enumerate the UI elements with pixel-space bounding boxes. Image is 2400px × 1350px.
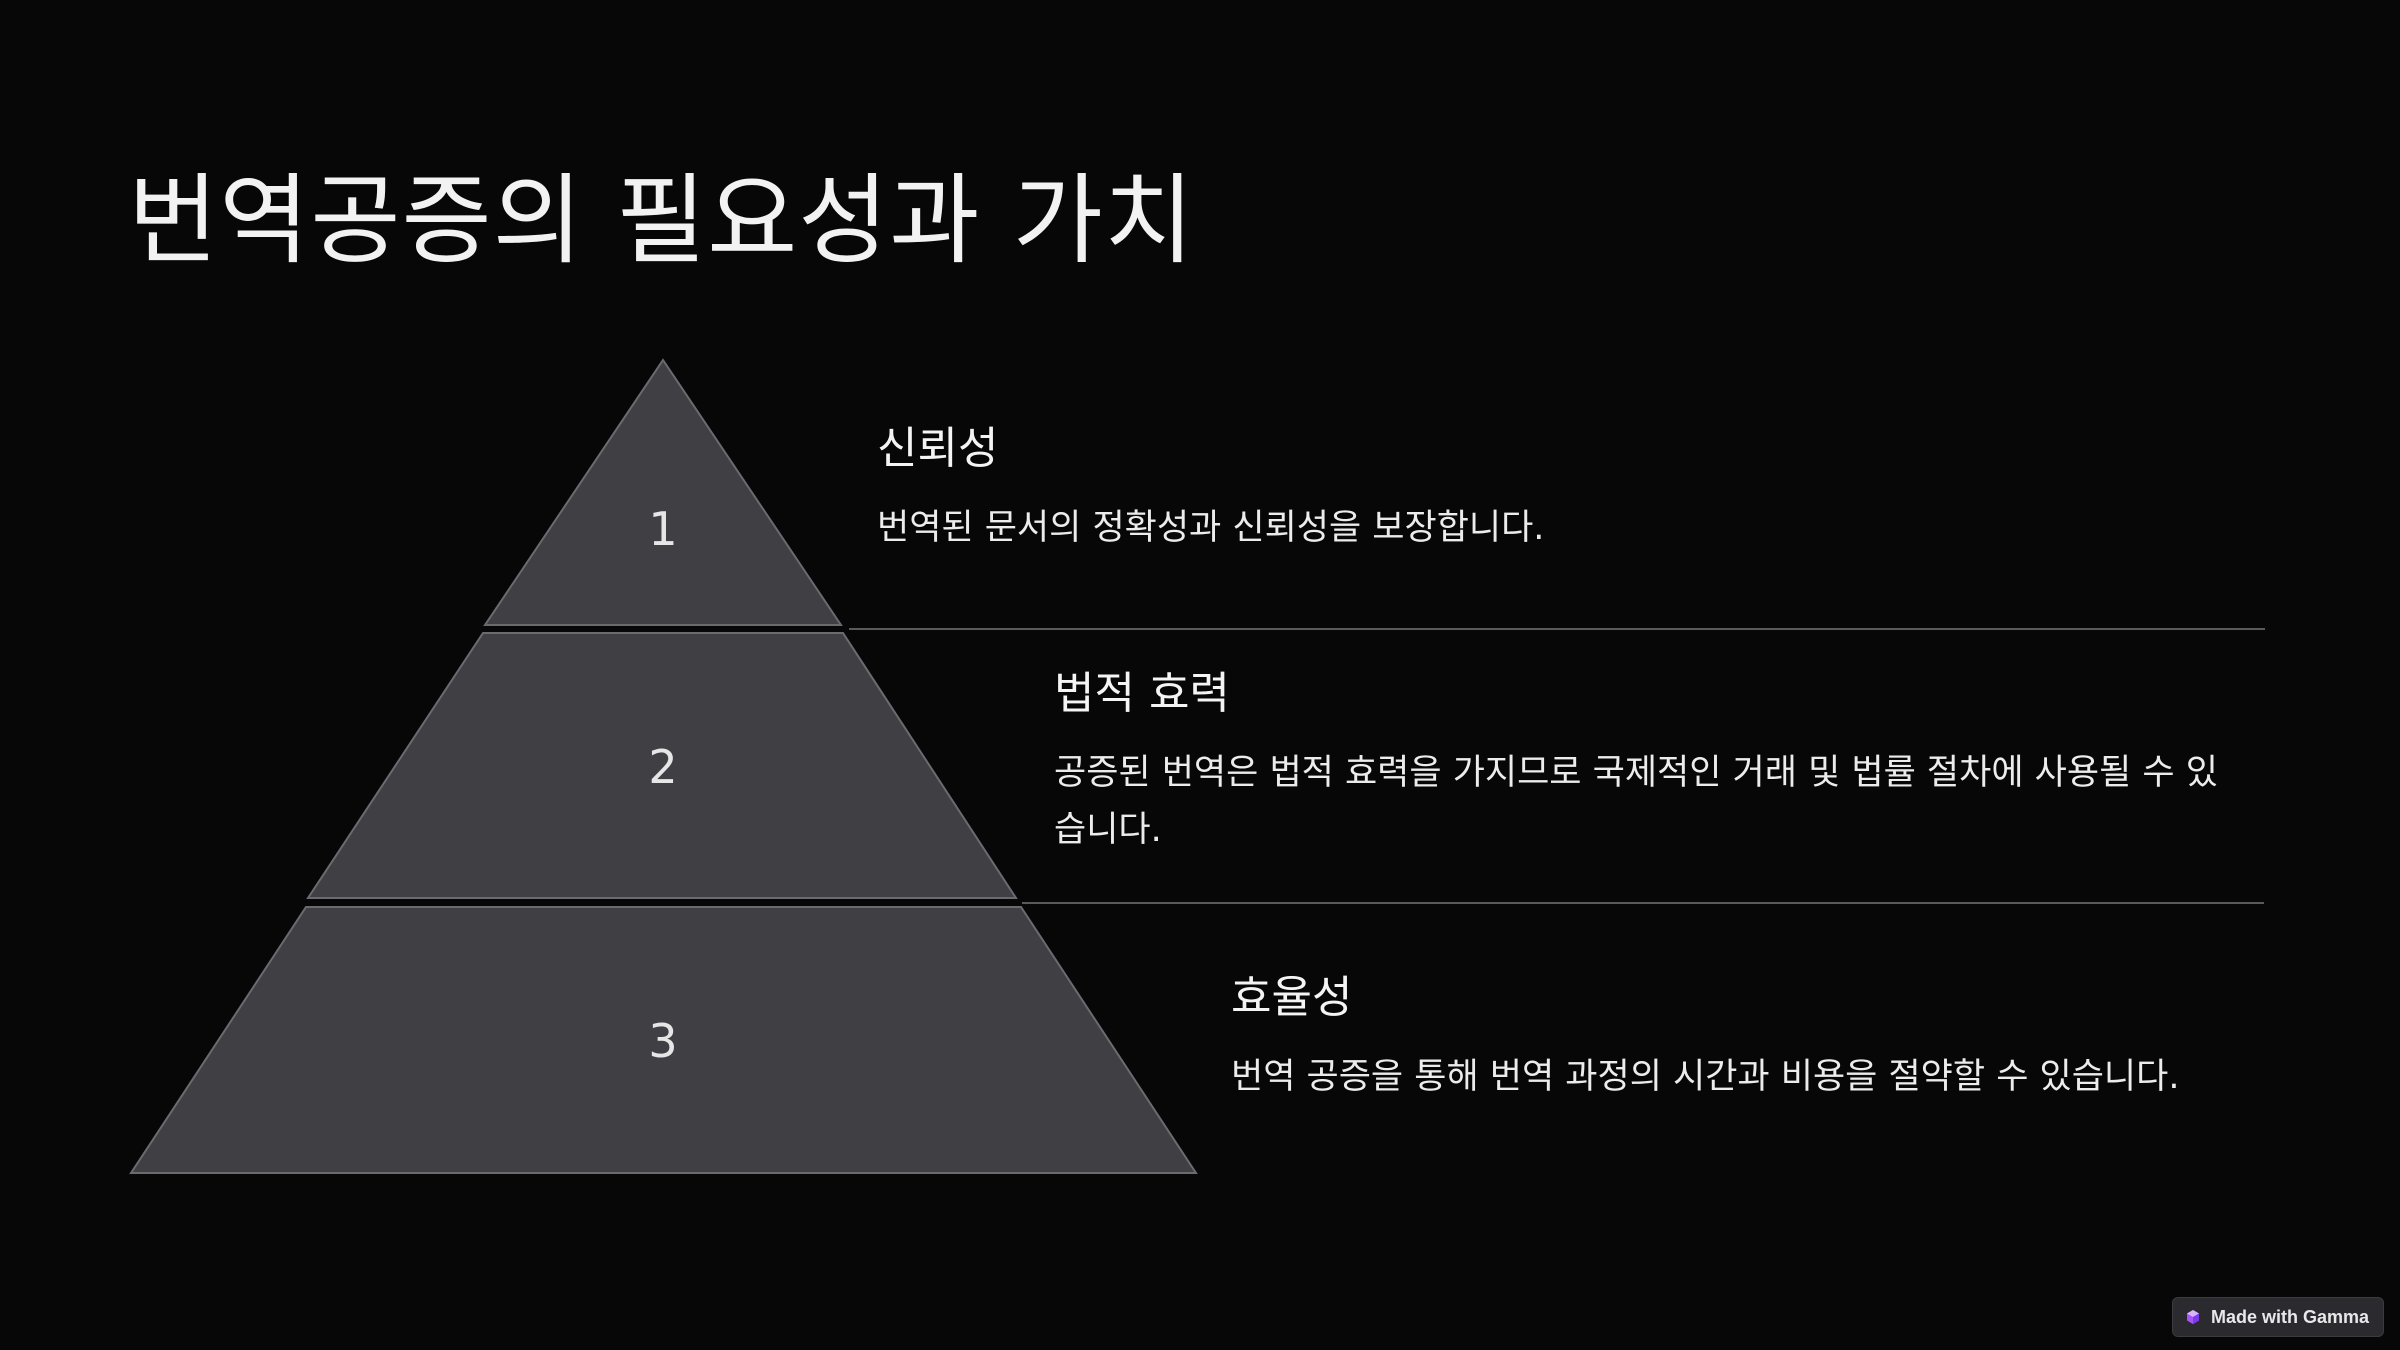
tier-heading-1: 신뢰성: [877, 423, 999, 474]
tier-number-1: 1: [648, 502, 677, 556]
tier-item-3: 효율성 번역 공증을 통해 번역 과정의 시간과 비용을 절약할 수 있습니다.: [1231, 972, 2271, 1106]
tier-number-2: 2: [648, 740, 677, 794]
tier-number-3: 3: [648, 1014, 677, 1068]
tier-heading-3: 효율성: [1231, 972, 1353, 1023]
slide-title: 번역공증의 필요성과 가치: [128, 164, 1196, 278]
tier-description-3: 번역 공증을 통해 번역 과정의 시간과 비용을 절약할 수 있습니다.: [1231, 1056, 2180, 1097]
tier-description-1: 번역된 문서의 정확성과 신뢰성을 보장합니다.: [877, 507, 1545, 548]
tier-description-2: 공증된 번역은 법적 효력을 가지므로 국제적인 거래 및 법률 절차에 사용될…: [1054, 752, 2218, 850]
pyramid-tier-2: [306, 632, 1018, 899]
badge-label: Made with Gamma: [2211, 1306, 2370, 1327]
pyramid-tier-3: [129, 906, 1198, 1174]
tier-heading-2: 법적 효력: [1054, 668, 1230, 719]
tier-item-1: 신뢰성 번역된 문서의 정확성과 신뢰성을 보장합니다.: [877, 423, 2257, 557]
pyramid-tier-1: [483, 358, 843, 626]
divider-2: [1022, 902, 2264, 904]
tier-item-2: 법적 효력 공증된 번역은 법적 효력을 가지므로 국제적인 거래 및 법률 절…: [1054, 668, 2234, 859]
gamma-logo-icon: [2187, 1310, 2199, 1324]
made-with-gamma-badge[interactable]: Made with Gamma: [2172, 1297, 2384, 1337]
divider-1: [849, 628, 2265, 630]
